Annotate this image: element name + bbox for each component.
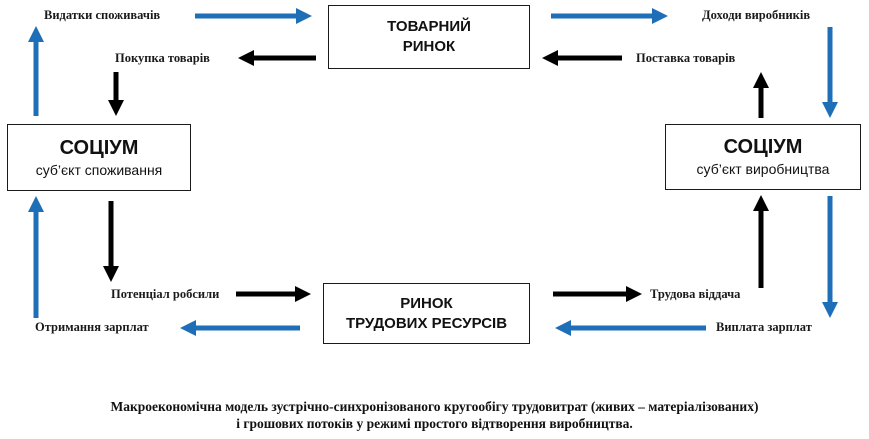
consumer-spending-label: Видатки споживачів: [44, 8, 161, 22]
consumer-society-title: СОЦІУМ: [59, 136, 139, 159]
labor-potential-down-arrow: [103, 201, 119, 282]
labor-output-up-arrow-head: [753, 195, 769, 211]
producer-income-arrow: [551, 8, 668, 24]
wage-receipt-arrow: [180, 320, 300, 336]
goods-supply-label: Поставка товарів: [636, 51, 736, 65]
consumer-society-box: СОЦІУМ суб’єкт споживання: [7, 124, 191, 191]
wage-payment-arrow-head: [555, 320, 571, 336]
wage-payment-label: Виплата зарплат: [716, 320, 812, 334]
wage-receipt-arrow-head: [180, 320, 196, 336]
goods-purchase-down-arrow: [108, 72, 124, 116]
producer-society-title: СОЦІУМ: [723, 136, 803, 158]
producer-income-label: Доходи виробників: [702, 8, 811, 22]
wage-receipt-up-arrow-head: [28, 196, 44, 212]
labor-potential-down-arrow-head: [103, 266, 119, 282]
producer-income-arrow-head: [652, 8, 668, 24]
wage-payment-down-arrow: [822, 196, 838, 318]
labor-potential-arrow: [236, 286, 311, 302]
labor-output-arrow: [553, 286, 642, 302]
wage-payment-arrow: [555, 320, 706, 336]
producer-income-down-arrow: [822, 27, 838, 118]
goods-purchase-down-arrow-head: [108, 100, 124, 116]
labor-potential-label: Потенціал робсили: [111, 287, 220, 301]
labor-market-title-line2: ТРУДОВИХ РЕСУРСІВ: [345, 314, 508, 332]
goods-purchase-arrow: [238, 50, 316, 66]
producer-income-down-arrow-head: [822, 102, 838, 118]
labor-potential-arrow-head: [295, 286, 311, 302]
figure-caption: Макроекономічна модель зустрічно-синхрон…: [0, 398, 869, 432]
wage-receipt-up-arrow: [28, 196, 44, 318]
labor-market-box: РИНОК ТРУДОВИХ РЕСУРСІВ: [323, 283, 530, 344]
consumer-spending-up-arrow: [28, 26, 44, 116]
producer-society-box: СОЦІУМ суб’єкт виробництва: [665, 124, 861, 190]
goods-purchase-arrow-head: [238, 50, 254, 66]
goods-market-title-line1: ТОВАРНИЙ: [387, 18, 471, 35]
producer-society-subtitle: суб’єкт виробництва: [696, 161, 830, 177]
wage-receipt-label: Отримання зарплат: [35, 320, 149, 334]
labor-output-arrow-head: [626, 286, 642, 302]
labor-output-up-arrow: [753, 195, 769, 288]
goods-supply-up-arrow: [753, 72, 769, 118]
goods-supply-arrow-head: [542, 50, 558, 66]
goods-supply-up-arrow-head: [753, 72, 769, 88]
consumer-society-subtitle: суб’єкт споживання: [35, 161, 163, 178]
consumer-spending-arrow: [195, 8, 312, 24]
labor-market-title-line1: РИНОК: [400, 294, 453, 312]
caption-line-1: Макроекономічна модель зустрічно-синхрон…: [110, 399, 759, 414]
goods-market-title-line2: РИНОК: [402, 38, 456, 55]
caption-line-2: і грошових потоків у режимі простого від…: [236, 416, 633, 431]
goods-supply-arrow: [542, 50, 622, 66]
goods-purchase-label: Покупка товарів: [115, 51, 210, 65]
consumer-spending-arrow-head: [296, 8, 312, 24]
consumer-spending-up-arrow-head: [28, 26, 44, 42]
wage-payment-down-arrow-head: [822, 302, 838, 318]
labor-output-label: Трудова віддача: [650, 287, 741, 301]
goods-market-box: ТОВАРНИЙ РИНОК: [328, 5, 530, 69]
